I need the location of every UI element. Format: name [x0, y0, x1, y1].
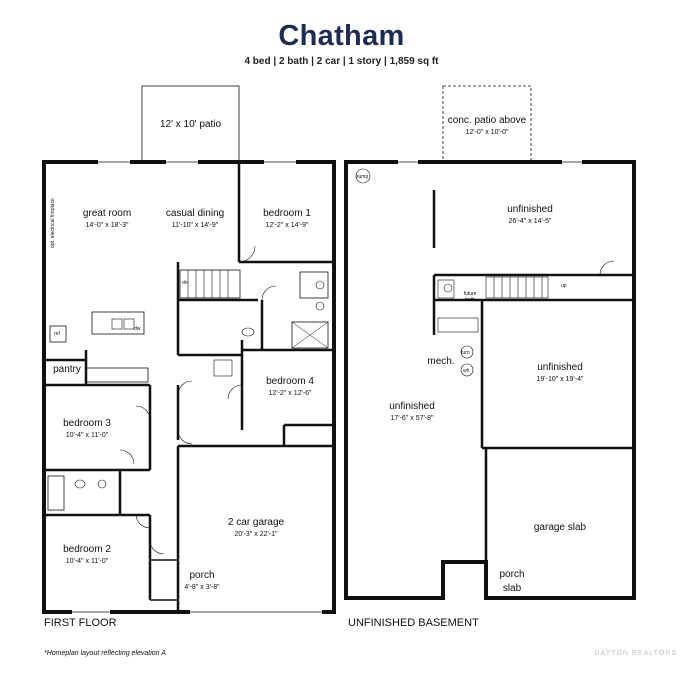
- bsmt-unfinished-top-label: unfinished: [507, 204, 553, 215]
- bedroom1-label: bedroom 1: [263, 208, 311, 219]
- fireplace-label: opt. electrical fireplace: [50, 198, 56, 248]
- garage-label: 2 car garage: [227, 517, 285, 528]
- bsmt-unfinished-top-dim: 26'-4" x 14'-5": [508, 218, 552, 225]
- great-room-label: great room: [82, 208, 132, 219]
- porch-slab-label-1: porch: [499, 569, 525, 580]
- bedroom4-label: bedroom 4: [266, 376, 314, 387]
- bedroom2-label: bedroom 2: [63, 544, 111, 555]
- furnace-label: furn: [461, 350, 470, 356]
- bsmt-stair-label: up: [561, 283, 567, 289]
- elevation-footnote: *Homeplan layout reflecting elevation A: [44, 650, 166, 657]
- ff-stair-label: dn: [182, 280, 188, 286]
- bsmt-unfinished-main-label: unfinished: [389, 401, 435, 412]
- bsmt-interior-walls: [432, 190, 634, 598]
- casual-dining-dim: 11'-10" x 14'-9": [171, 222, 219, 229]
- plan-title: Chatham: [278, 20, 405, 52]
- pantry-label: pantry: [53, 364, 81, 375]
- first-floor-caption: FIRST FLOOR: [44, 617, 117, 629]
- bsmt-patio-above-label: conc. patio above: [447, 115, 527, 126]
- ff-exterior-wall: [42, 160, 336, 614]
- bsmt-patio-above-dim: 12'-0" x 10'-0": [465, 129, 509, 136]
- bedroom3-label: bedroom 3: [63, 418, 111, 429]
- ff-patio-label: 12' x 10' patio: [159, 119, 222, 130]
- porch-dim: 4'-8" x 3'-8": [184, 584, 220, 591]
- great-room-dim: 14'-0" x 18'-3": [85, 222, 129, 229]
- bedroom2-dim: 10'-4" x 11'-0": [65, 558, 109, 565]
- bedroom1-dim: 12'-2" x 14'-9": [265, 222, 309, 229]
- sump-label: sump: [356, 174, 369, 180]
- kitchen-island: [91, 311, 145, 335]
- bsmt-unfinished-mid-label: unfinished: [537, 362, 583, 373]
- casual-dining-label: casual dining: [165, 208, 225, 219]
- plan-specs: 4 bed | 2 bath | 2 car | 1 story | 1,859…: [244, 56, 439, 67]
- porch-slab-label-2: slab: [502, 583, 522, 594]
- bsmt-unfinished-main-dim: 17'-6" x 57'-8": [390, 415, 434, 422]
- fridge-label: ref: [54, 331, 60, 337]
- basement-caption: UNFINISHED BASEMENT: [348, 617, 479, 629]
- water-heater-label: wh: [463, 368, 470, 374]
- dishwasher-label: dw: [134, 326, 141, 332]
- bsmt-unfinished-mid-dim: 19'-10" x 19'-4": [536, 376, 584, 383]
- mech-label: mech.: [427, 356, 455, 367]
- porch-label: porch: [189, 570, 215, 581]
- garage-slab-label: garage slab: [533, 522, 587, 533]
- future-bath-label: future bath: [463, 291, 477, 303]
- bedroom4-dim: 12'-2" x 12'-6": [268, 390, 312, 397]
- bedroom3-dim: 10'-4" x 11'-0": [65, 432, 109, 439]
- garage-dim: 20'-3" x 22'-1": [234, 531, 278, 538]
- realtors-watermark: DAYTON REALTORS: [594, 650, 677, 657]
